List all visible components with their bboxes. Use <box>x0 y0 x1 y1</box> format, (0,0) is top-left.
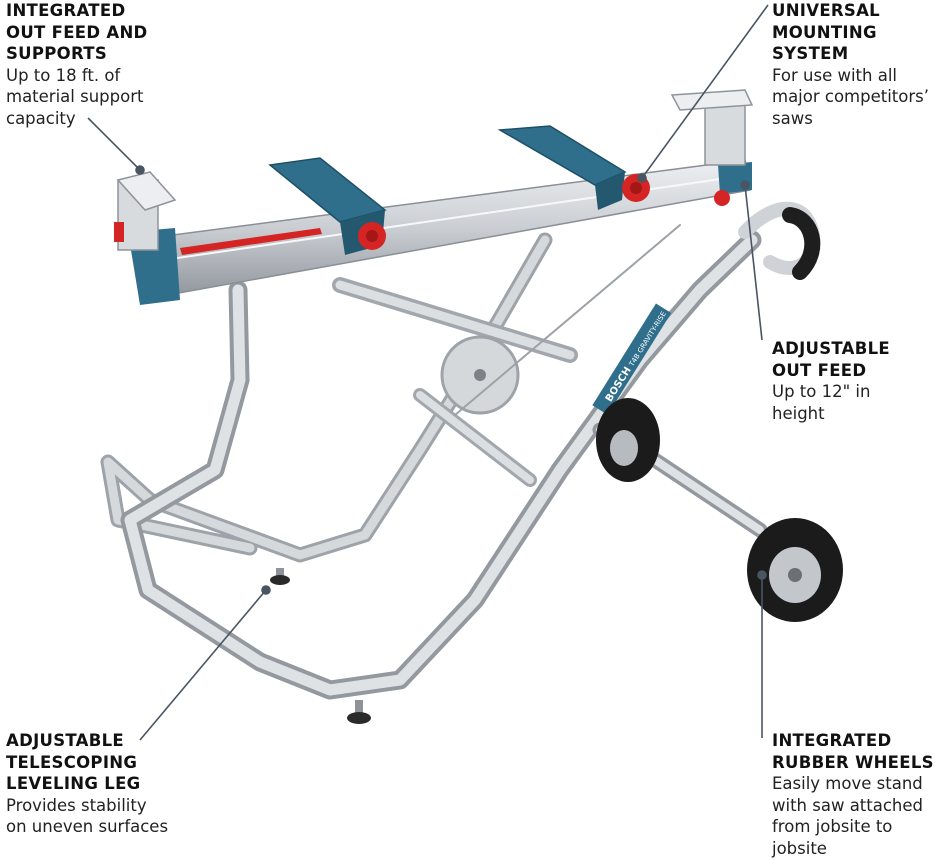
handle-grip <box>782 207 821 280</box>
mounting-bracket-right <box>497 125 650 210</box>
callout-adjustable-outfeed: ADJUSTABLE OUT FEED Up to 12" in height <box>772 338 938 424</box>
rail-beam <box>128 159 752 305</box>
brand-decal: BOSCH T4B GRAVITY-RISE <box>592 303 672 415</box>
callout-universal-mounting-system: UNIVERSAL MOUNTING SYSTEM For use with a… <box>772 0 938 129</box>
callout-title: ADJUSTABLE TELESCOPING LEVELING LEG <box>6 731 141 793</box>
wheel-front <box>747 518 843 622</box>
mounting-bracket-left <box>268 157 387 255</box>
callout-description: For use with all major competitors’ saws <box>772 65 929 128</box>
callout-description: Up to 18 ft. of material support capacit… <box>6 65 144 128</box>
leveling-foot-front <box>347 700 371 724</box>
callout-description: Easily move stand with saw attached from… <box>772 774 924 858</box>
outfeed-support-right <box>670 89 754 206</box>
callout-description: Up to 12" in height <box>772 382 871 423</box>
callout-title: INTEGRATED OUT FEED AND SUPPORTS <box>6 1 148 63</box>
leader-lines <box>87 4 769 741</box>
callout-title: ADJUSTABLE OUT FEED <box>772 339 890 380</box>
front-leg-frame <box>120 230 768 700</box>
wheel-rear <box>596 398 660 482</box>
callout-title: INTEGRATED RUBBER WHEELS <box>772 731 934 772</box>
leveling-foot-left <box>270 568 290 585</box>
outfeed-support-left <box>114 171 177 251</box>
callout-integrated-outfeed-supports: INTEGRATED OUT FEED AND SUPPORTS Up to 1… <box>6 0 246 129</box>
x-brace <box>332 224 681 487</box>
callout-integrated-rubber-wheels: INTEGRATED RUBBER WHEELS Easily move sta… <box>772 730 938 859</box>
callout-description: Provides stability on uneven surfaces <box>6 795 169 837</box>
callout-title: UNIVERSAL MOUNTING SYSTEM <box>772 1 880 63</box>
callout-telescoping-leveling-leg: ADJUSTABLE TELESCOPING LEVELING LEG Prov… <box>6 730 246 838</box>
